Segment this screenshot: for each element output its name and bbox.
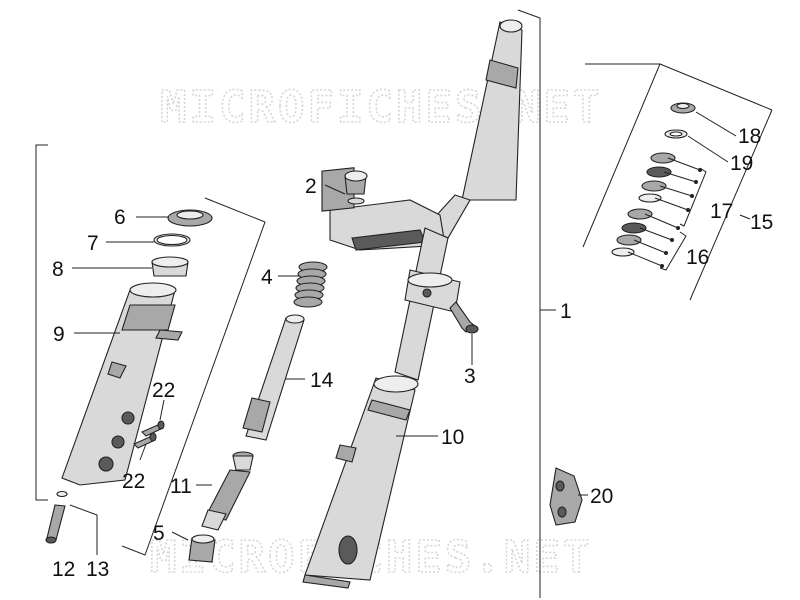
part-fork-leg xyxy=(394,227,461,381)
part-bearing-washer-19 xyxy=(664,129,688,139)
label-15: 15 xyxy=(750,211,773,234)
label-7: 7 xyxy=(87,232,99,255)
part-damper-rod-11 xyxy=(201,451,254,531)
part-bearing-cap-18 xyxy=(670,102,696,114)
label-20: 20 xyxy=(590,485,613,508)
part-bolt-12 xyxy=(45,504,66,544)
label-10: 10 xyxy=(441,426,464,449)
label-18: 18 xyxy=(738,125,761,148)
label-14: 14 xyxy=(310,369,334,392)
label-3: 3 xyxy=(464,365,476,388)
label-12: 12 xyxy=(52,558,75,581)
group-bracket-bearing-16 xyxy=(659,231,687,271)
part-bush-8 xyxy=(151,256,189,277)
watermark-top: MICROFICHES.NET xyxy=(160,82,602,133)
part-cap-2 xyxy=(344,170,368,205)
part-bolts-22 xyxy=(133,420,165,449)
part-bolt-3 xyxy=(449,301,479,334)
part-plate-20 xyxy=(549,467,583,526)
bearing-leader-dots xyxy=(627,157,702,268)
label-9: 9 xyxy=(53,323,65,346)
label-16: 16 xyxy=(686,246,709,269)
part-bush-5 xyxy=(188,534,216,563)
part-bearing-upper-17 xyxy=(638,152,676,203)
callout-labels: 1 2 3 4 5 6 7 8 9 10 11 12 13 14 15 16 1… xyxy=(52,125,773,581)
group-bracket-bearing-15 xyxy=(582,63,773,301)
label-11: 11 xyxy=(170,475,192,498)
label-5: 5 xyxy=(153,522,165,545)
group-bracket-main-1 xyxy=(517,9,556,598)
label-2: 2 xyxy=(305,175,317,198)
label-22-lower: 22 xyxy=(122,470,145,493)
part-seal-6 xyxy=(167,209,213,227)
part-left-slider-9 xyxy=(61,282,183,486)
label-6: 6 xyxy=(114,206,126,229)
leader-lines xyxy=(72,111,737,541)
label-1: 1 xyxy=(560,300,572,323)
part-fork-steering-tube xyxy=(424,19,523,239)
label-19: 19 xyxy=(730,152,753,175)
label-8: 8 xyxy=(52,258,64,281)
group-bracket-left xyxy=(35,144,48,501)
part-fork-crown xyxy=(321,167,446,251)
group-bracket-13 xyxy=(69,504,98,555)
part-tube-14 xyxy=(242,314,305,441)
group-bracket-bearing-17 xyxy=(679,167,707,227)
part-spring-4 xyxy=(293,261,328,308)
label-22-upper: 22 xyxy=(152,379,175,402)
group-bracket-center xyxy=(121,197,266,556)
part-ring-7 xyxy=(153,233,191,247)
label-13: 13 xyxy=(86,558,109,581)
label-4: 4 xyxy=(261,266,273,289)
label-17: 17 xyxy=(710,200,733,223)
part-slider xyxy=(302,375,419,589)
part-bearing-lower-16 xyxy=(611,208,653,257)
part-washer-13 xyxy=(56,490,68,498)
